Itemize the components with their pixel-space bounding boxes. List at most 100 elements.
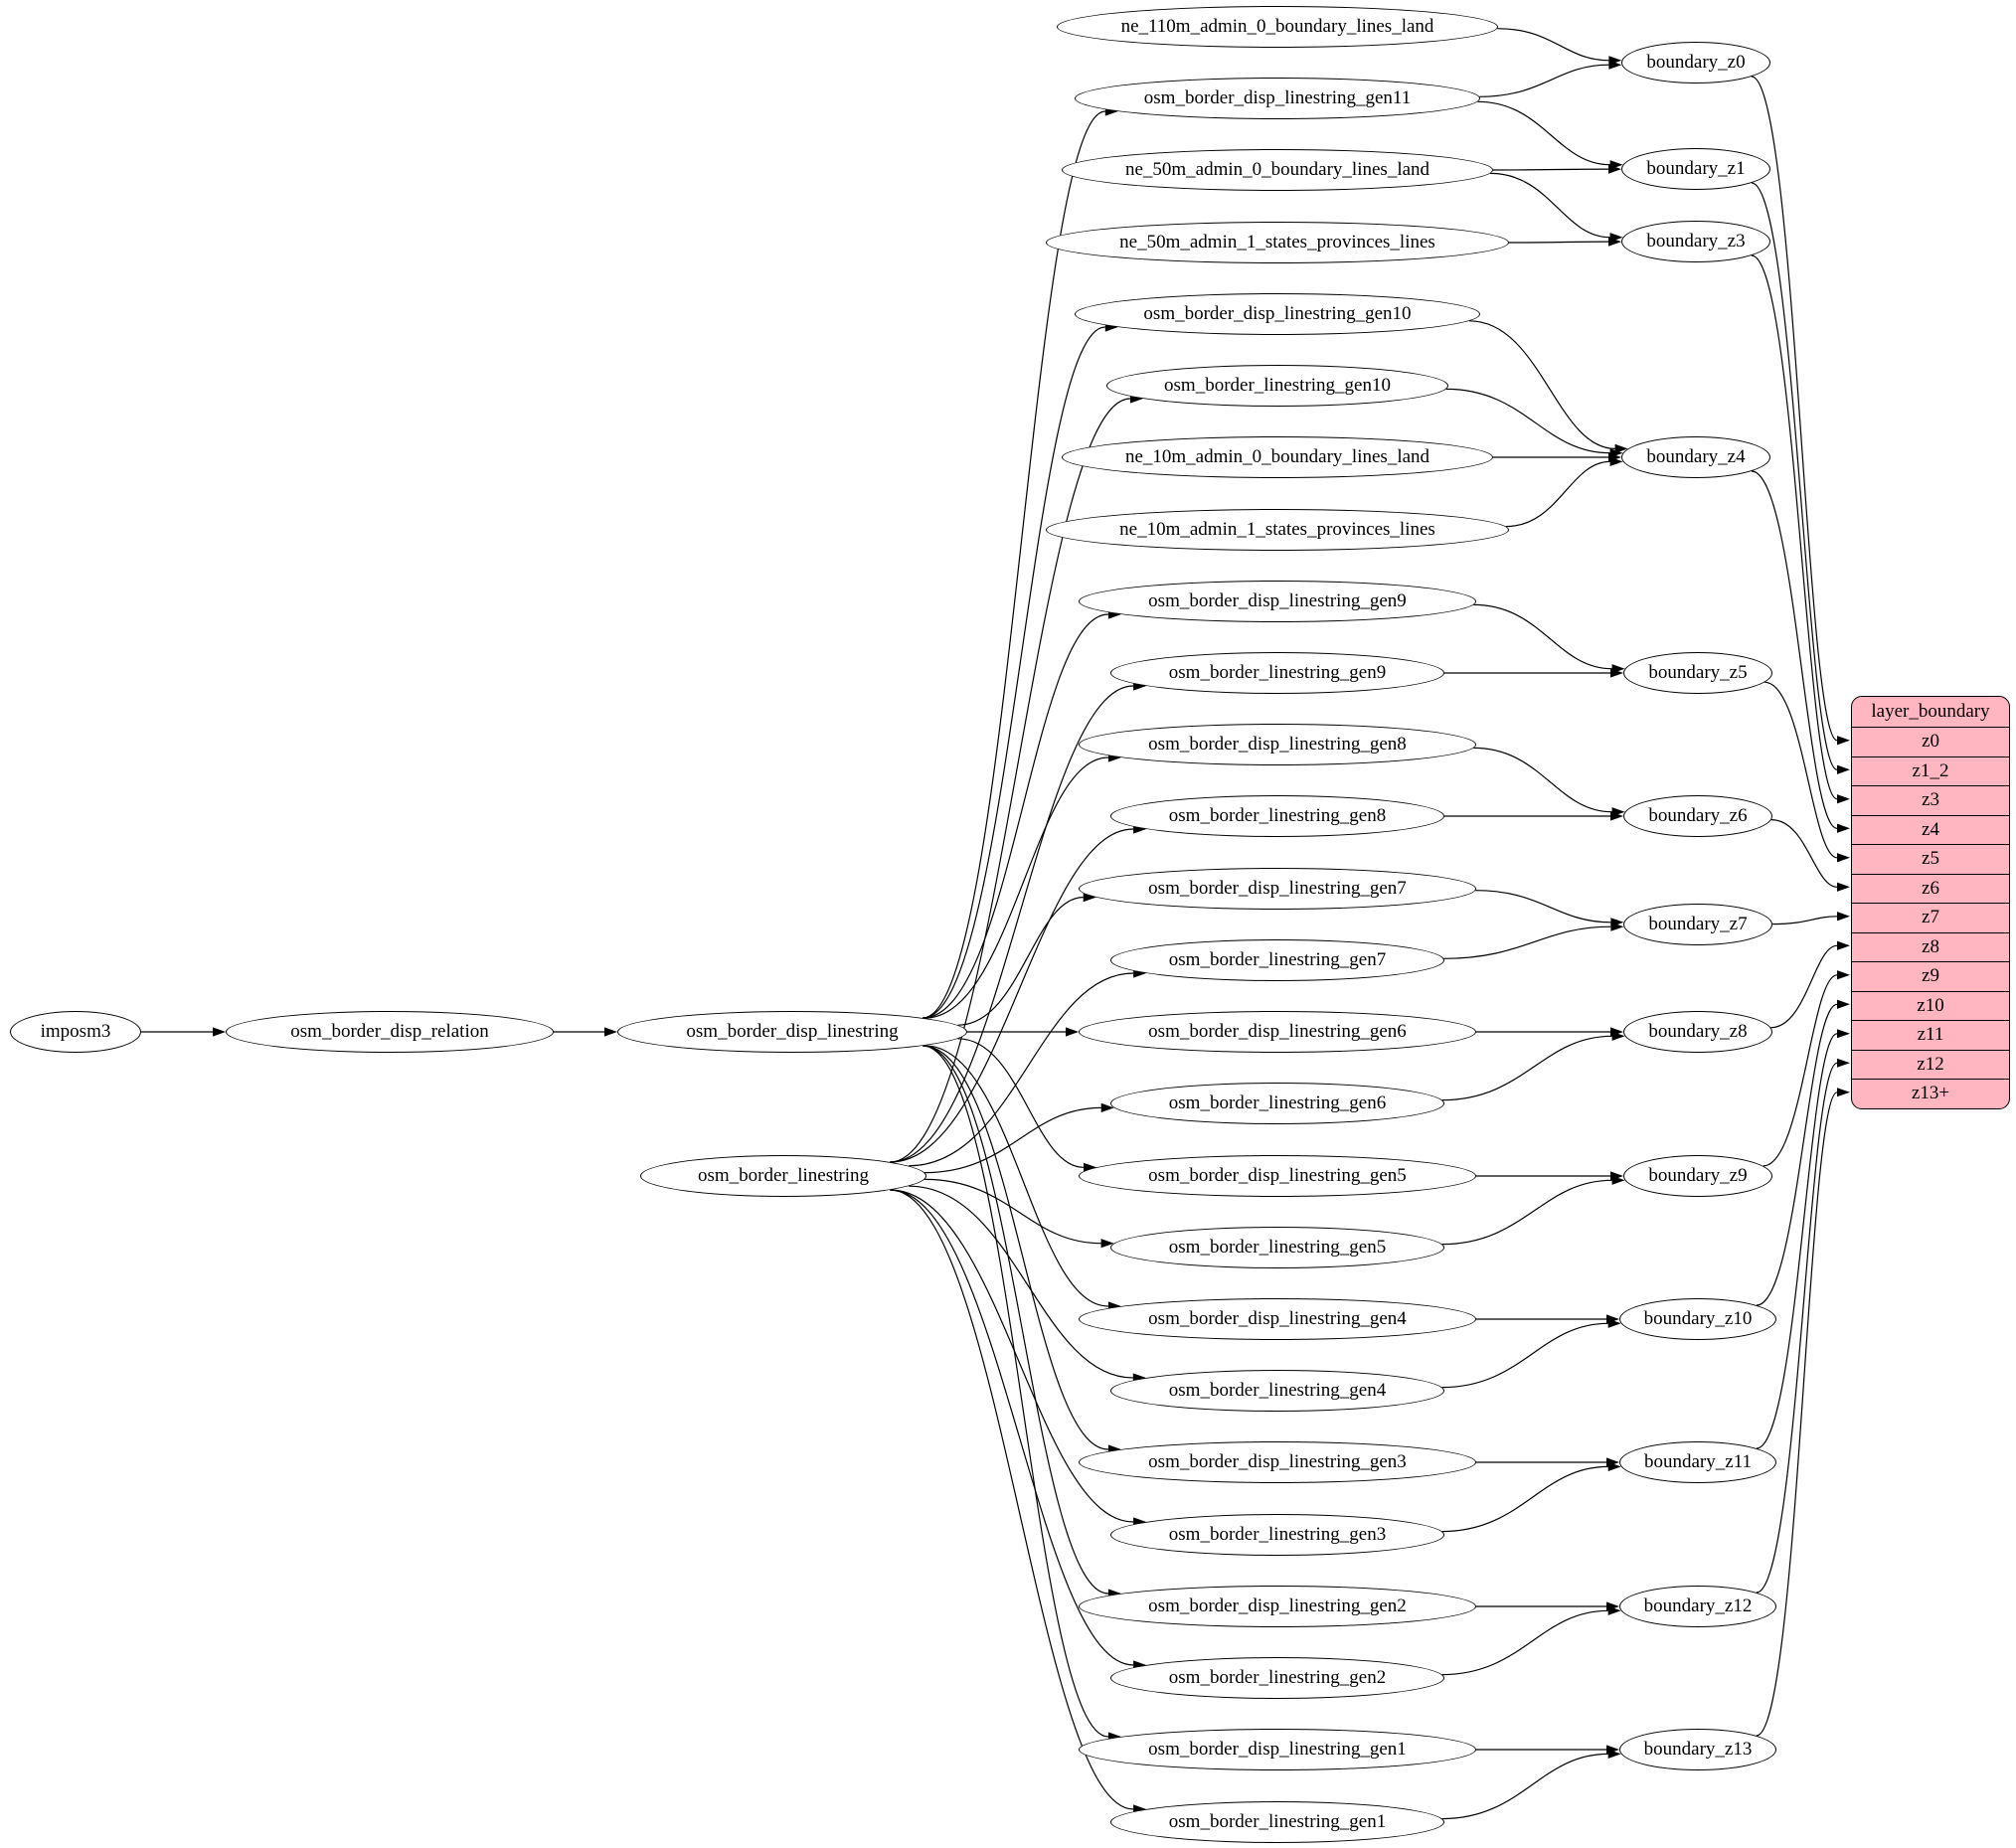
edge-boundary_z4-to-layer_boundary-z4 [1751, 470, 1838, 829]
node-osm_border_linestring_gen8: osm_border_linestring_gen8 [1110, 795, 1444, 837]
layer-row-z12: z12 [1852, 1049, 2009, 1080]
node-boundary_z12: boundary_z12 [1619, 1586, 1776, 1627]
arrowhead-icon [1837, 736, 1850, 746]
arrowhead-icon [1837, 794, 1850, 804]
node-boundary_z9: boundary_z9 [1623, 1155, 1772, 1197]
arrowhead-icon [1614, 443, 1628, 453]
edge-osm_border_disp_linestring_gen10-to-boundary_z4 [1469, 320, 1615, 449]
node-boundary_z10: boundary_z10 [1619, 1298, 1776, 1340]
node-osm_border_disp_linestring_gen2: osm_border_disp_linestring_gen2 [1079, 1586, 1476, 1627]
edge-osm_border_linestring-to-osm_border_linestring_gen2 [890, 1189, 1134, 1666]
edge-osm_border_linestring-to-osm_border_linestring_gen6 [924, 1106, 1101, 1174]
node-osm_border_disp_linestring_gen4: osm_border_disp_linestring_gen4 [1079, 1298, 1476, 1340]
edge-osm_border_disp_linestring-to-osm_border_disp_linestring_gen10 [923, 326, 1105, 1019]
arrowhead-icon [1837, 1088, 1850, 1097]
node-osm_border_disp_linestring_gen5: osm_border_disp_linestring_gen5 [1079, 1155, 1476, 1197]
node-osm_border_disp_linestring_gen11: osm_border_disp_linestring_gen11 [1075, 78, 1480, 119]
edge-boundary_z7-to-layer_boundary-z7 [1771, 916, 1838, 925]
edge-ne_10m_admin_1_states_provinces_lines-to-boundary_z4 [1505, 460, 1610, 528]
edge-osm_border_linestring_gen5-to-boundary_z9 [1441, 1179, 1612, 1246]
layer-row-z5: z5 [1852, 844, 2009, 874]
layer-row-z13+: z13+ [1852, 1079, 2009, 1108]
edge-boundary_z8-to-layer_boundary-z8 [1770, 944, 1838, 1029]
node-boundary_z6: boundary_z6 [1623, 795, 1772, 837]
node-boundary_z3: boundary_z3 [1621, 221, 1770, 262]
arrowhead-icon [1083, 893, 1096, 903]
arrowhead-icon [1837, 999, 1850, 1009]
node-osm_border_disp_linestring_gen9: osm_border_disp_linestring_gen9 [1079, 581, 1476, 622]
node-osm_border_linestring_gen3: osm_border_linestring_gen3 [1110, 1514, 1444, 1556]
node-ne_10m_admin_0_boundary_lines_land: ne_10m_admin_0_boundary_lines_land [1062, 436, 1493, 478]
edge-boundary_z12-to-layer_boundary-z12 [1756, 1062, 1838, 1594]
node-osm_border_linestring_gen1: osm_border_linestring_gen1 [1110, 1801, 1444, 1843]
arrowhead-icon [1100, 1102, 1114, 1112]
edge-osm_border_disp_linestring_gen7-to-boundary_z7 [1475, 890, 1611, 924]
edge-osm_border_disp_linestring-to-osm_border_disp_linestring_gen5 [957, 1038, 1085, 1168]
arrowhead-icon [1607, 1749, 1621, 1759]
edge-osm_border_linestring_gen7-to-boundary_z7 [1443, 925, 1611, 959]
edge-osm_border_disp_linestring-to-osm_border_disp_linestring_gen1 [923, 1045, 1108, 1738]
edge-boundary_z10-to-layer_boundary-z10 [1756, 1003, 1838, 1306]
edge-osm_border_linestring_gen6-to-boundary_z8 [1441, 1035, 1612, 1101]
node-ne_50m_admin_1_states_provinces_lines: ne_50m_admin_1_states_provinces_lines [1046, 222, 1509, 263]
node-osm_border_linestring: osm_border_linestring [640, 1155, 926, 1197]
edge-osm_border_disp_linestring_gen11-to-boundary_z1 [1477, 100, 1610, 166]
node-boundary_z5: boundary_z5 [1623, 652, 1772, 694]
edge-osm_border_disp_linestring_gen8-to-boundary_z6 [1473, 747, 1612, 813]
edge-ne_50m_admin_0_boundary_lines_land-to-boundary_z3 [1490, 172, 1610, 239]
edge-osm_border_disp_linestring-to-osm_border_disp_linestring_gen3 [923, 1045, 1108, 1450]
layer-row-z10: z10 [1852, 990, 2009, 1021]
node-ne_50m_admin_0_boundary_lines_land: ne_50m_admin_0_boundary_lines_land [1062, 149, 1493, 191]
layer-row-z3: z3 [1852, 785, 2009, 815]
arrowhead-icon [213, 1027, 226, 1037]
node-osm_border_linestring_gen10: osm_border_linestring_gen10 [1106, 365, 1448, 407]
edge-osm_border_linestring_gen10-to-boundary_z4 [1445, 388, 1610, 454]
edge-osm_border_linestring-to-osm_border_linestring_gen8 [890, 828, 1134, 1163]
edge-osm_border_disp_linestring_gen11-to-boundary_z0 [1479, 64, 1609, 97]
edge-boundary_z6-to-layer_boundary-z6 [1770, 819, 1838, 888]
arrowhead-icon [604, 1027, 617, 1037]
node-boundary_z11: boundary_z11 [1619, 1441, 1776, 1483]
node-osm_border_disp_linestring_gen10: osm_border_disp_linestring_gen10 [1075, 293, 1480, 335]
edge-osm_border_linestring_gen3-to-boundary_z11 [1441, 1465, 1608, 1533]
layer-row-z1_2: z1_2 [1852, 756, 2009, 786]
edge-osm_border_linestring-to-osm_border_linestring_gen7 [908, 972, 1134, 1167]
arrowhead-icon [1608, 164, 1621, 174]
arrowhead-icon [1837, 1058, 1850, 1068]
node-boundary_z0: boundary_z0 [1621, 42, 1770, 84]
layer-row-z9: z9 [1852, 961, 2009, 991]
node-osm_border_linestring_gen5: osm_border_linestring_gen5 [1110, 1227, 1444, 1268]
edge-osm_border_linestring_gen4-to-boundary_z10 [1441, 1322, 1608, 1389]
edge-osm_border_disp_linestring-to-osm_border_disp_linestring_gen4 [924, 1045, 1108, 1307]
arrowhead-icon [1611, 1031, 1625, 1041]
arrowhead-icon [1608, 237, 1621, 247]
arrowhead-icon [1837, 1029, 1850, 1039]
edge-boundary_z11-to-layer_boundary-z11 [1756, 1033, 1838, 1449]
node-boundary_z4: boundary_z4 [1621, 436, 1770, 478]
node-boundary_z1: boundary_z1 [1621, 148, 1770, 190]
arrowhead-icon [1610, 811, 1623, 821]
table-header-layer_boundary: layer_boundary [1871, 701, 1990, 722]
arrowhead-icon [1609, 456, 1623, 466]
edge-osm_border_linestring-to-osm_border_linestring_gen1 [890, 1189, 1134, 1810]
edge-boundary_z3-to-layer_boundary-z3 [1751, 254, 1838, 800]
edge-osm_border_disp_linestring_gen9-to-boundary_z5 [1473, 603, 1612, 670]
node-osm_border_disp_linestring_gen1: osm_border_disp_linestring_gen1 [1079, 1729, 1476, 1770]
arrowhead-icon [1837, 912, 1850, 922]
edge-osm_border_disp_linestring-to-osm_border_disp_linestring_gen9 [923, 613, 1108, 1019]
node-osm_border_disp_linestring_gen8: osm_border_disp_linestring_gen8 [1079, 724, 1476, 765]
node-osm_border_linestring_gen6: osm_border_linestring_gen6 [1110, 1083, 1444, 1124]
node-osm_border_linestring_gen4: osm_border_linestring_gen4 [1110, 1370, 1444, 1412]
layer-row-z11: z11 [1852, 1020, 2009, 1050]
node-osm_border_linestring_gen9: osm_border_linestring_gen9 [1110, 652, 1444, 694]
node-osm_border_disp_linestring: osm_border_disp_linestring [617, 1011, 967, 1053]
arrowhead-icon [1610, 668, 1623, 678]
edge-boundary_z5-to-layer_boundary-z5 [1764, 681, 1838, 859]
arrowhead-icon [1837, 764, 1850, 774]
arrowhead-icon [1607, 1318, 1621, 1328]
layer-row-z4: z4 [1852, 814, 2009, 845]
edge-osm_border_disp_linestring-to-osm_border_disp_linestring_gen7 [957, 897, 1084, 1026]
node-boundary_z8: boundary_z8 [1623, 1011, 1772, 1053]
